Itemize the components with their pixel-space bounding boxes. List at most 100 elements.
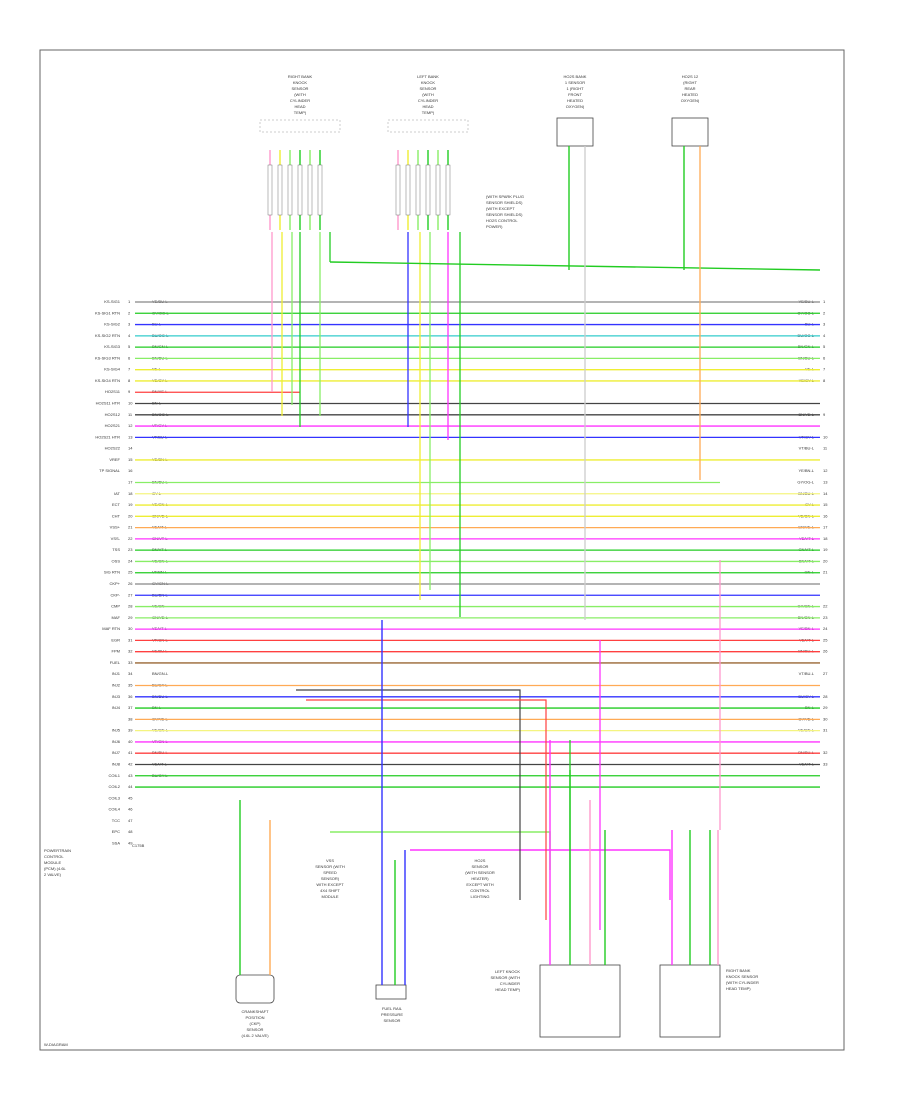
lks-label: CYLINDER: [500, 981, 520, 986]
top-component-label: (RIGHT: [683, 80, 697, 85]
pin-number: 26: [128, 581, 133, 586]
pcm-pin-label: FUEL: [110, 660, 121, 665]
right-pin-number: 17: [823, 525, 828, 530]
pin-number: 19: [128, 502, 133, 507]
pin-number: 31: [128, 637, 133, 642]
wire-terminal: [317, 164, 323, 216]
pcm-pin-label: VREF: [109, 457, 120, 462]
knock-sensor-connector: [259, 119, 341, 133]
pin-number: 11: [128, 412, 133, 417]
top-component-label: OXYGEN): [566, 104, 585, 109]
pcm-pin-label: INJ8: [112, 761, 121, 766]
pcm-pin-label: INJ1: [112, 671, 121, 676]
pin-number: 1: [128, 299, 131, 304]
right-knock-sensor-box: [659, 964, 721, 1038]
pin-number: 37: [128, 705, 133, 710]
top-component-label: HEAD: [294, 104, 305, 109]
right-pin-number: 26: [823, 649, 828, 654]
pcm-pin-label: INJ7: [112, 750, 121, 755]
pcm-title-line: 2 VALVE): [44, 872, 62, 877]
pcm-pin-label: HO2S11: [105, 389, 121, 394]
pcm-pin-label: EPC: [112, 829, 120, 834]
pin-number: 8: [128, 378, 131, 383]
ho2s-note-line: EXCEPT WITH: [466, 882, 493, 887]
pin-number: 40: [128, 739, 133, 744]
right-pin-number: 20: [823, 558, 828, 563]
pcm-pin-label: KS-SIG3 RTN: [95, 355, 120, 360]
right-pin-number: 1: [823, 299, 826, 304]
right-pin-number: 29: [823, 705, 828, 710]
frp-label: FUEL RAIL: [382, 1006, 403, 1011]
ho2s-note-line: SENSOR: [472, 864, 489, 869]
ground-run: [329, 261, 821, 271]
route: [330, 831, 551, 870]
pin-number: 43: [128, 773, 133, 778]
pin-number: 17: [128, 479, 133, 484]
top-component-label: HEATED: [567, 98, 583, 103]
pin-number: 36: [128, 694, 133, 699]
right-pin-number: 18: [823, 536, 828, 541]
pcm-pin-label: CKP+: [109, 581, 120, 586]
pcm-pin-label: KS-SIG1 RTN: [95, 310, 120, 315]
pin-number: 16: [128, 468, 133, 473]
page-label: W-DIAGRAM: [44, 1042, 68, 1047]
pcm-pin-label: EGR: [111, 637, 120, 642]
wire-terminal: [435, 164, 441, 216]
pcm-pin-label: KS-SIG1: [104, 299, 121, 304]
pcm-pin-label: COIL1: [108, 773, 120, 778]
ho2s-note-line: HEATER): [471, 876, 489, 881]
top-component-label: (WITH: [294, 92, 306, 97]
vss-note-line: 4X4 SHIFT: [320, 888, 340, 893]
lks-label: LEFT KNOCK: [495, 969, 520, 974]
pcm-title-line: (PCM) (4.6L: [44, 866, 67, 871]
pcm-pin-label: MAF: [112, 615, 121, 620]
ckp-label: (4.6L 2 VALVE): [241, 1033, 269, 1038]
right-pin-number: 21: [823, 570, 828, 575]
top-component-label: CYLINDER: [290, 98, 310, 103]
oxygen-sensor-box: [671, 117, 709, 147]
pcm-pin-label: OSS: [112, 558, 121, 563]
pin-number: 18: [128, 491, 133, 496]
top-component-label: OXYGEN): [681, 98, 700, 103]
wire-terminal: [287, 164, 293, 216]
wire-terminal: [395, 164, 401, 216]
pin-number: 7: [128, 367, 131, 372]
top-component-label: HEATED: [682, 92, 698, 97]
top-component-label: RIGHT BANK: [288, 74, 313, 79]
pin-number: 49: [128, 840, 133, 845]
pcm-title-line: CONTROL: [44, 854, 64, 859]
pin-number: 29: [128, 615, 133, 620]
mid-note-line: HO2S CONTROL: [486, 218, 518, 223]
right-pin-number: 31: [823, 728, 828, 733]
pcm-title-line: POWERTRAIN: [44, 848, 71, 853]
right-pin-number: 7: [823, 367, 826, 372]
pin-number: 47: [128, 818, 133, 823]
top-component-label: TEMP): [422, 110, 435, 115]
top-component-label: KNOCK: [421, 80, 436, 85]
right-pin-number: 28: [823, 694, 828, 699]
wire-terminal: [425, 164, 431, 216]
ckp-label: (CKP): [250, 1021, 262, 1026]
top-component-label: HO2S BANK: [564, 74, 587, 79]
rks-label: HEAD TEMP): [726, 986, 751, 991]
route: [410, 849, 671, 900]
right-pin-number: 15: [823, 502, 828, 507]
pin-number: 48: [128, 829, 133, 834]
right-pin-number: 23: [823, 615, 828, 620]
top-component-label: FRONT: [568, 92, 582, 97]
pin-number: 4: [128, 333, 131, 338]
right-pin-number: 4: [823, 333, 826, 338]
wire-color-label: BN/GN-L: [152, 671, 169, 676]
rks-label: RIGHT BANK: [726, 968, 751, 973]
knock-sensor-connector: [387, 119, 469, 133]
pcm-pin-label: HO2S21: [105, 423, 121, 428]
ho2s-note-line: CONTROL: [470, 888, 490, 893]
ckp-label: SENSOR: [247, 1027, 264, 1032]
pin-number: 23: [128, 547, 133, 552]
mid-note-line: (WITH EXCEPT: [486, 206, 515, 211]
pin-number: 20: [128, 513, 133, 518]
right-pin-number: 9: [823, 412, 826, 417]
mid-note-line: POWER): [486, 224, 503, 229]
